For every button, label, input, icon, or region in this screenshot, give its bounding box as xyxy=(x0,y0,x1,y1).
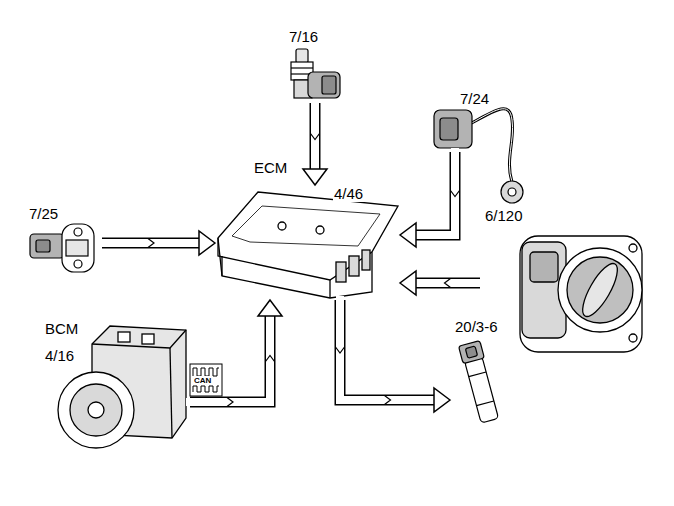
part-label: 7/16 xyxy=(288,28,319,45)
arrow-fill xyxy=(102,239,200,247)
part-label: ECM xyxy=(253,159,288,176)
sensor-part: 7/24 xyxy=(425,90,525,152)
arrow-outline xyxy=(340,300,435,400)
actuator-part: 6/120 xyxy=(480,207,650,357)
arrow-head xyxy=(258,300,282,316)
part-number: 4/16 xyxy=(44,347,75,364)
signal-arrow xyxy=(102,231,215,255)
control-unit: BCM 4/16 xyxy=(40,320,190,460)
arrow-head xyxy=(400,271,416,295)
signal-arrow xyxy=(400,271,480,295)
part-label: 6/120 xyxy=(484,207,524,224)
pressure-switch xyxy=(291,49,340,98)
flow-chevron xyxy=(266,356,275,362)
arrow-outline xyxy=(415,152,455,235)
arrow-fill xyxy=(311,103,319,170)
arrow-outline xyxy=(415,278,480,289)
control-module xyxy=(218,192,398,298)
part-number: 4/46 xyxy=(333,185,364,202)
part-label: BCM xyxy=(44,320,79,337)
flow-chevron xyxy=(385,396,391,405)
can-bus-symbol xyxy=(190,364,222,396)
arrow-outline xyxy=(102,238,200,249)
throttle-body xyxy=(520,236,642,352)
part-label: 7/24 xyxy=(459,90,490,107)
brake-module xyxy=(58,326,186,448)
part-label: 20/3-6 xyxy=(454,318,499,335)
flow-chevron xyxy=(451,191,460,197)
actuator-part: 20/3-6 xyxy=(450,318,516,428)
arrow-outline xyxy=(190,315,270,402)
knock-sensor xyxy=(434,109,523,203)
arrow-fill xyxy=(340,300,435,400)
arrow-head xyxy=(400,223,416,247)
camshaft-sensor xyxy=(30,224,94,272)
arrow-fill xyxy=(415,279,480,287)
sensor-part: 7/25 xyxy=(22,205,102,275)
arrow-head xyxy=(303,169,327,185)
signal-arrow xyxy=(336,300,451,412)
arrow-head xyxy=(199,231,215,255)
sensor-part: 7/16 xyxy=(270,28,350,103)
arrow-outline xyxy=(310,103,321,170)
signal-arrow xyxy=(400,152,460,247)
signal-arrow xyxy=(303,103,327,185)
flow-chevron xyxy=(227,398,233,407)
arrow-fill xyxy=(415,152,455,235)
bus-label: CAN xyxy=(194,376,211,385)
flow-chevron xyxy=(148,239,154,248)
arrow-fill xyxy=(190,315,270,402)
flow-chevron xyxy=(336,347,345,353)
signal-arrow xyxy=(190,300,282,407)
flow-chevron xyxy=(445,279,451,288)
part-label: 7/25 xyxy=(28,205,59,222)
control-unit: ECM4/46 xyxy=(215,185,400,300)
flow-chevron xyxy=(311,134,320,140)
arrow-head xyxy=(434,388,450,412)
fuel-injector xyxy=(459,341,501,424)
